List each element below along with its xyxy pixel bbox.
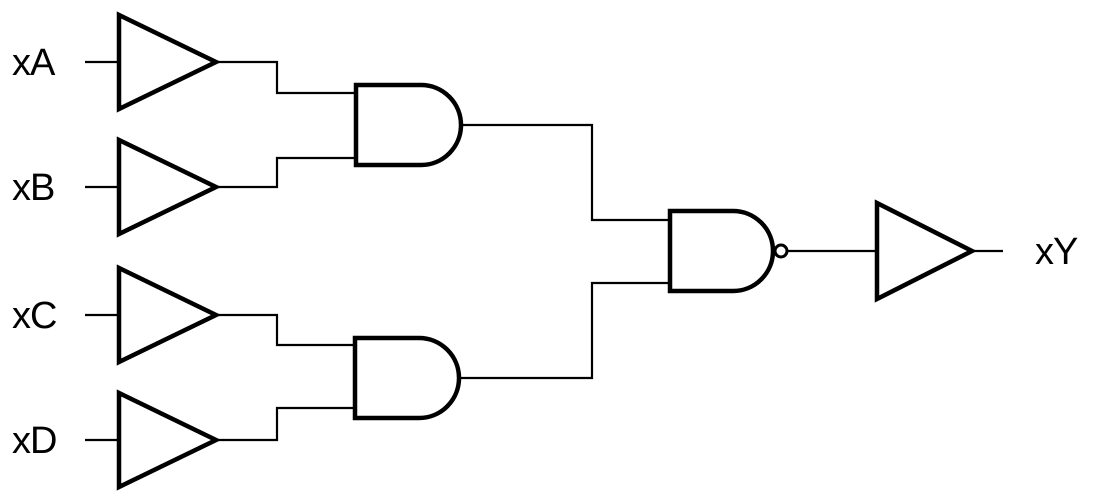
and-gate-top xyxy=(353,82,464,168)
buffer-gate-a xyxy=(116,11,222,113)
input-label-xc: xC xyxy=(12,295,56,337)
input-label-xd: xD xyxy=(12,420,56,462)
buffer-gate-d xyxy=(116,389,222,491)
wire-buffer-c-to-and-bottom xyxy=(216,313,355,347)
wire-buffer-b-to-and-top xyxy=(216,156,356,189)
buffer-gate-b xyxy=(116,136,222,238)
input-label-xa: xA xyxy=(12,42,56,84)
wire-and-top-to-nand xyxy=(461,123,670,222)
input-label-xb: xB xyxy=(12,167,54,209)
and-gate-bottom xyxy=(352,335,462,421)
buffer-gate-c xyxy=(116,264,222,366)
wire-and-bottom-to-nand xyxy=(459,281,670,380)
nand-inversion-bubble-icon xyxy=(773,243,789,259)
buffer-gate-output xyxy=(874,199,977,303)
wire-buffer-a-to-and-top xyxy=(216,60,356,95)
wire-buffer-d-to-and-bottom xyxy=(216,406,355,442)
nand-gate xyxy=(667,208,776,294)
output-label-xy: xY xyxy=(1035,231,1078,273)
